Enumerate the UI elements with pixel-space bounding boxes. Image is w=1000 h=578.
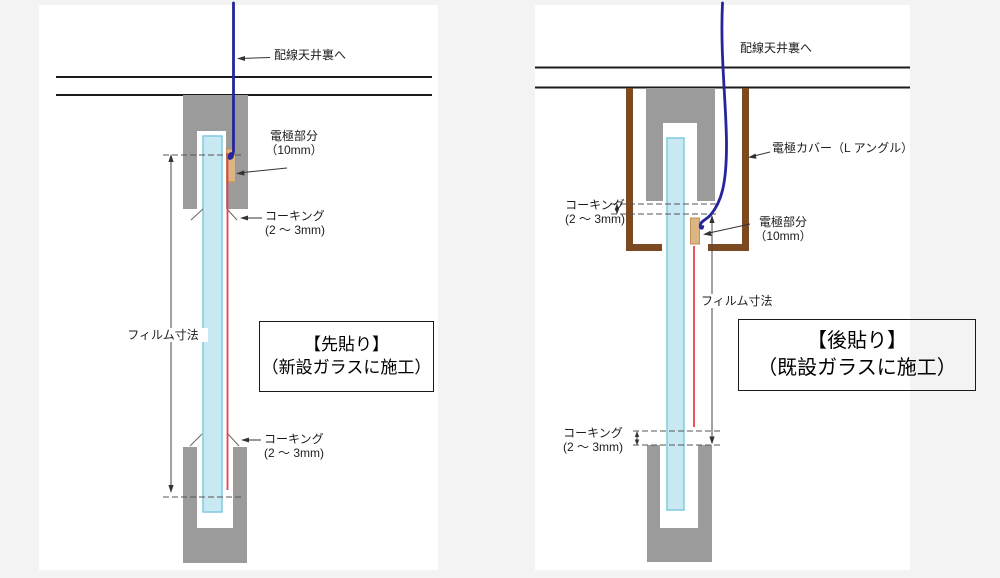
- electrode-label: 電極部分 （10mm）: [265, 129, 323, 157]
- leader-electrode: [708, 223, 751, 234]
- glass-pane: [666, 137, 685, 511]
- right-diagram-group: [535, 1, 910, 562]
- film-dimension-label: フィルム寸法: [118, 328, 208, 342]
- wire-path: [227, 1, 235, 160]
- leader-electrode-head: [703, 230, 712, 236]
- leader-cover: [753, 151, 771, 157]
- caulk-bottom-arrow-down: [634, 439, 640, 446]
- electrode: [226, 148, 236, 183]
- caulk-tick: [226, 208, 238, 221]
- caulk-bottom-arrow-up: [634, 431, 640, 437]
- dimension-arrow-up: [709, 215, 715, 223]
- caption-box-atobari: 【後貼り】 （既設ガラスに施工）: [738, 319, 976, 391]
- leader-wiring: [242, 57, 271, 59]
- caulk-top-arrow-up: [614, 203, 620, 210]
- caption-box-sakibari: 【先貼り】 （新設ガラスに施工）: [259, 321, 434, 392]
- caulk-top-arrow-down: [614, 208, 620, 215]
- caulk-tick: [190, 208, 204, 221]
- electrode: [690, 217, 700, 245]
- leader-caulk-bottom-head: [241, 437, 249, 443]
- right-diagram-panel: [535, 5, 910, 570]
- leader-wiring-head: [237, 56, 245, 61]
- film-dimension-label: フィルム寸法: [699, 294, 775, 308]
- wiring-label: 配線天井裏へ: [740, 41, 813, 55]
- dimension-arrow-down: [709, 436, 715, 445]
- caulking-bottom-label: コーキング (2 ～ 3mm): [264, 432, 325, 460]
- caulk-tick: [227, 433, 240, 447]
- leader-electrode: [241, 167, 288, 174]
- dimension-arrow-up: [168, 154, 174, 162]
- leader-electrode-head: [236, 170, 245, 176]
- caulking-top-label: コーキング (2 ～ 3mm): [564, 198, 625, 226]
- left-diagram-group: [56, 1, 432, 563]
- caulk-tick: [189, 433, 203, 447]
- caulking-top-label: コーキング (2 ～ 3mm): [265, 209, 326, 237]
- dimension-arrow-down: [168, 485, 174, 493]
- leader-caulk-top-head: [240, 215, 248, 221]
- wire-path: [698, 1, 728, 230]
- electrode-cover-label: 電極カバー（L アングル）: [772, 141, 914, 155]
- glass-pane: [202, 135, 223, 513]
- caulking-bottom-label: コーキング (2 ～ 3mm): [562, 426, 623, 454]
- leader-cover-head: [748, 153, 757, 159]
- electrode-label: 電極部分 （10mm）: [754, 215, 812, 243]
- wiring-label: 配線天井裏へ: [274, 48, 347, 62]
